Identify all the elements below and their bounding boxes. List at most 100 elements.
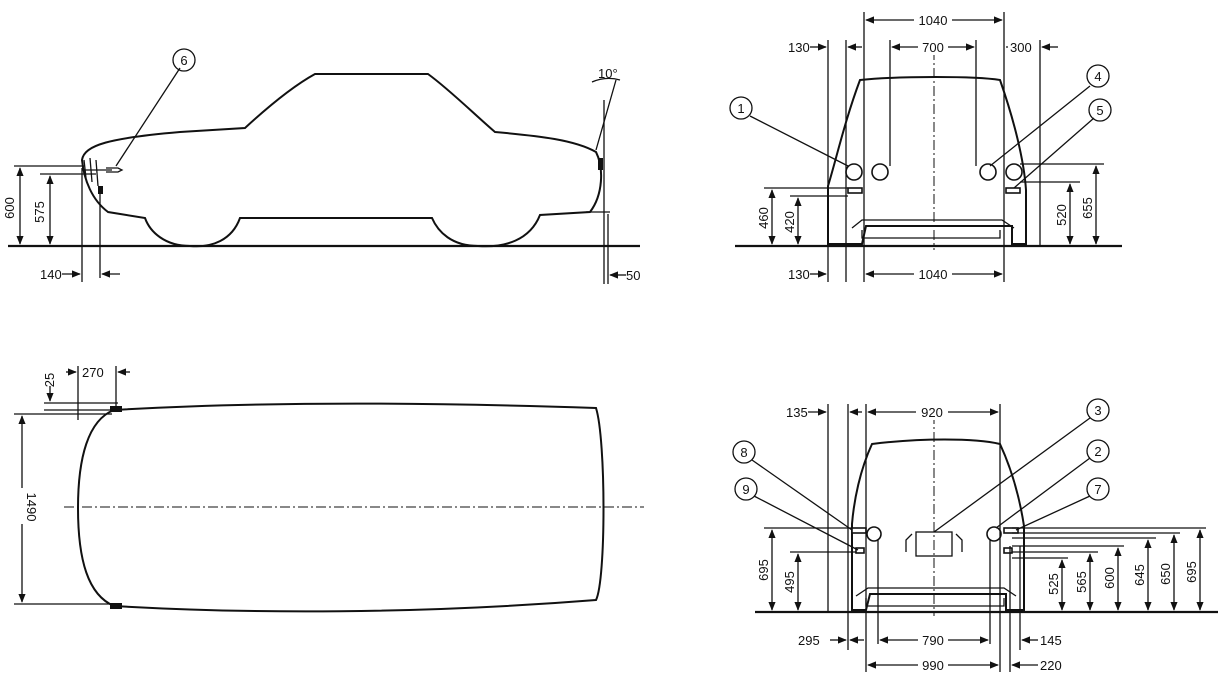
dim-140: 140 bbox=[40, 267, 62, 282]
rear-lamp-right bbox=[986, 526, 1002, 542]
callout-9-circle bbox=[734, 477, 758, 501]
side-view: 6 10° 600 575 140 50 bbox=[2, 48, 640, 284]
headlamp-cluster bbox=[82, 157, 124, 187]
dim-300-bg bbox=[1008, 39, 1036, 55]
rear-reflector-left bbox=[855, 547, 865, 554]
dim-700: 700 bbox=[922, 40, 944, 55]
front-headlamp-left bbox=[845, 163, 863, 181]
front-headlamp-right bbox=[1005, 163, 1023, 181]
front-indicator-left bbox=[847, 187, 863, 194]
rear-plate-lamp-right bbox=[955, 533, 963, 552]
dim-25: 25 bbox=[42, 373, 57, 387]
dim-645: 645 bbox=[1132, 564, 1147, 586]
front-body-outline bbox=[827, 76, 1027, 245]
dim-495: 495 bbox=[782, 571, 797, 593]
front-foglamp-right bbox=[979, 163, 997, 181]
top-view: 270 25 1490 bbox=[14, 365, 644, 613]
callout-9-leader bbox=[753, 495, 859, 551]
dim-460: 460 bbox=[756, 207, 771, 229]
dim-695-right: 695 bbox=[1184, 561, 1199, 583]
dim-220: 220 bbox=[1040, 658, 1062, 673]
callout-6-leader bbox=[115, 67, 181, 167]
dim-135: 135 bbox=[786, 405, 808, 420]
dim-1040-top: 1040 bbox=[919, 13, 948, 28]
dim-650: 650 bbox=[1158, 563, 1173, 585]
callout-1-label: 1 bbox=[737, 101, 744, 116]
callout-5-label: 5 bbox=[1096, 103, 1103, 118]
dim-1490: 1490 bbox=[24, 493, 39, 522]
dim-700-bg bbox=[918, 39, 948, 55]
dim-600: 600 bbox=[2, 197, 17, 219]
callout-1-circle bbox=[729, 96, 753, 120]
dim-130-top: 130 bbox=[788, 40, 810, 55]
dim-990-bg bbox=[918, 657, 948, 673]
callout-7-leader bbox=[1015, 495, 1091, 531]
callout-4-circle bbox=[1086, 64, 1110, 88]
callout-1-leader bbox=[749, 115, 849, 167]
dim-270: 270 bbox=[82, 365, 104, 380]
rear-lamp bbox=[598, 158, 603, 170]
tilt-arc bbox=[591, 77, 621, 83]
dim-990: 990 bbox=[922, 658, 944, 673]
dim-655: 655 bbox=[1080, 197, 1095, 219]
rear-bumper bbox=[855, 587, 1017, 607]
callout-8-circle bbox=[732, 440, 756, 464]
front-view: 1040 130 700 300 130 1040 460 420 520 65… bbox=[729, 12, 1122, 282]
callout-8-leader bbox=[751, 459, 853, 531]
car-top-outline bbox=[76, 402, 605, 613]
dim-695-left: 695 bbox=[756, 559, 771, 581]
callout-3-label: 3 bbox=[1094, 403, 1101, 418]
dim-angle: 10° bbox=[598, 66, 618, 81]
callout-6-label: 6 bbox=[180, 53, 187, 68]
dim-1490-bg bbox=[14, 488, 30, 524]
callout-5-circle bbox=[1088, 98, 1112, 122]
dim-790-bg bbox=[918, 632, 948, 648]
callout-2-label: 2 bbox=[1094, 444, 1101, 459]
dim-790: 790 bbox=[922, 633, 944, 648]
car-side-outline bbox=[80, 73, 603, 248]
rear-lamp-left bbox=[866, 526, 882, 542]
rear-body-outline bbox=[851, 438, 1025, 611]
callout-2-circle bbox=[1086, 439, 1110, 463]
rear-reflector-right bbox=[1003, 547, 1013, 554]
dim-50: 50 bbox=[626, 268, 640, 283]
dim-520: 520 bbox=[1054, 204, 1069, 226]
rear-plate-lamp-left bbox=[905, 533, 913, 552]
dim-145: 145 bbox=[1040, 633, 1062, 648]
dim-920: 920 bbox=[921, 405, 943, 420]
dim-565: 565 bbox=[1074, 571, 1089, 593]
rear-indicator-right bbox=[1003, 527, 1019, 534]
dim-525: 525 bbox=[1046, 573, 1061, 595]
front-reflector bbox=[98, 186, 103, 194]
dim-300: 300 bbox=[1010, 40, 1032, 55]
front-indicator-right bbox=[1005, 187, 1021, 194]
dim-130-bottom: 130 bbox=[788, 267, 810, 282]
callout-7-circle bbox=[1086, 477, 1110, 501]
dim-295: 295 bbox=[798, 633, 820, 648]
callout-8-label: 8 bbox=[740, 445, 747, 460]
top-front-lamp-right bbox=[110, 603, 122, 609]
tilt-line bbox=[595, 79, 617, 151]
front-bumper bbox=[851, 219, 1015, 239]
callout-7-label: 7 bbox=[1094, 482, 1101, 497]
callout-4-leader bbox=[989, 85, 1091, 167]
dim-600-rear: 600 bbox=[1102, 567, 1117, 589]
callout-3-circle bbox=[1086, 398, 1110, 422]
callout-2-leader bbox=[995, 457, 1091, 529]
top-front-lamp-left bbox=[110, 406, 122, 412]
dim-1040-bottom-bg bbox=[914, 266, 952, 282]
callout-6-circle bbox=[172, 48, 196, 72]
dim-1040-bottom: 1040 bbox=[919, 267, 948, 282]
front-foglamp-left bbox=[871, 163, 889, 181]
rear-indicator-left bbox=[851, 527, 867, 534]
dim-420: 420 bbox=[782, 211, 797, 233]
callout-4-label: 4 bbox=[1094, 69, 1101, 84]
callout-3-leader bbox=[933, 417, 1091, 533]
dim-1040-top-bg bbox=[914, 12, 952, 28]
callout-5-leader bbox=[1013, 117, 1095, 189]
callout-9-label: 9 bbox=[742, 482, 749, 497]
rear-view: 135 920 295 790 145 990 220 695 495 525 … bbox=[732, 398, 1218, 673]
dim-920-bg bbox=[916, 404, 948, 420]
dim-575: 575 bbox=[32, 201, 47, 223]
